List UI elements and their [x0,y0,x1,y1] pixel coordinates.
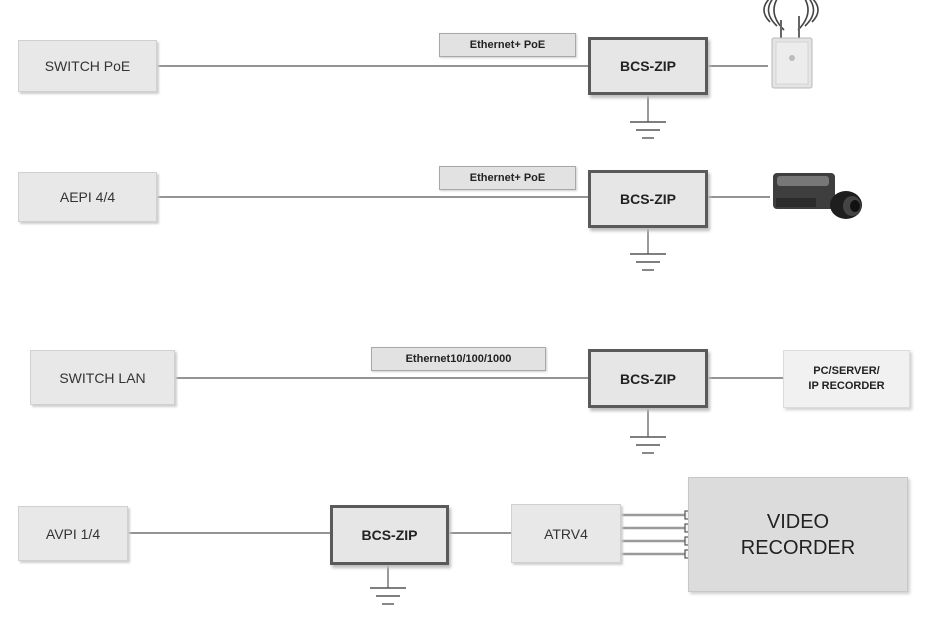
source-box: AVPI 1/4 [18,506,128,561]
source-box: AEPI 4/4 [18,172,157,222]
source-box: SWITCH PoE [18,40,157,92]
recorder-line-2: RECORDER [740,536,856,559]
endpoint-line-2: IP RECORDER [808,380,885,392]
video-recorder-box: VIDEO RECORDER [688,477,908,592]
recorder-line-1: VIDEO [766,510,830,533]
access-point-icon [763,0,819,89]
bcs-zip-box: BCS-ZIP [588,170,708,228]
device-label: BCS-ZIP [620,370,676,387]
recorder-connectors [620,510,694,559]
cable-label-text: Ethernet10/100/1000 [405,353,512,365]
source-label: AEPI 4/4 [59,189,116,205]
device-label: BCS-ZIP [620,191,676,207]
device-label: BCS-ZIP [361,527,418,543]
source-label: SWITCH PoE [44,58,131,74]
pc-server-box: PC/SERVER/ IP RECORDER [783,350,910,408]
ground-icon [630,436,666,454]
source-label: AVPI 1/4 [45,525,101,542]
cable-label-text: Ethernet+ PoE [469,39,546,51]
source-label: SWITCH LAN [59,369,146,386]
camera-icon [773,173,862,219]
cable-label: Ethernet+ PoE [439,166,576,190]
atrv4-box: ATRV4 [511,504,621,563]
endpoint-line-1: PC/SERVER/ [813,365,880,377]
ground-icon [630,121,666,139]
ground-icon [630,253,666,271]
bcs-zip-box: BCS-ZIP [330,505,449,565]
device-label: BCS-ZIP [620,58,676,74]
bcs-zip-box: BCS-ZIP [588,349,708,408]
ground-icon [370,587,406,605]
cable-label-text: Ethernet+ PoE [469,172,546,184]
cable-label: Ethernet+ PoE [439,33,576,57]
source-box: SWITCH LAN [30,350,175,405]
cable-label: Ethernet10/100/1000 [371,347,546,371]
mid-label: ATRV4 [544,525,588,542]
bcs-zip-box: BCS-ZIP [588,37,708,95]
